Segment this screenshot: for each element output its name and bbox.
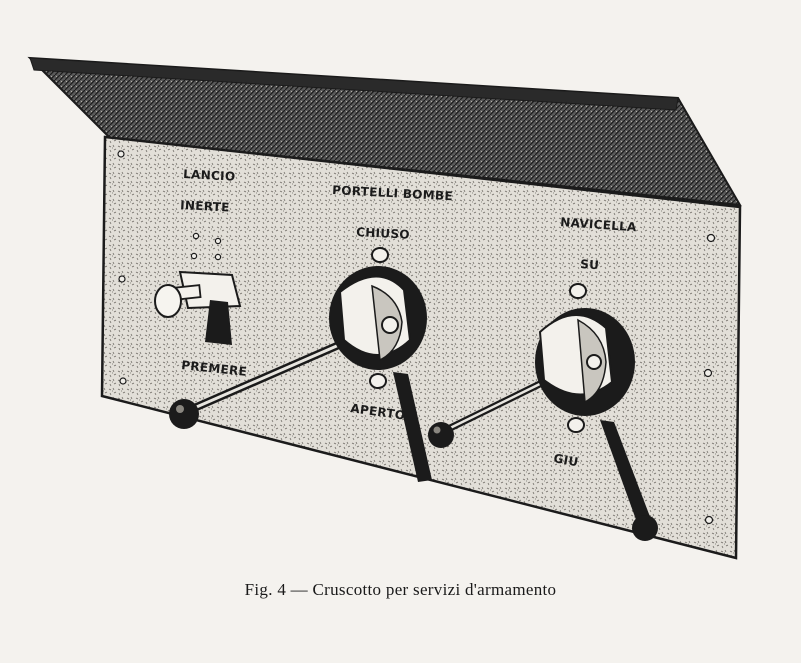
- label-chiuso: CHIUSO: [356, 225, 410, 242]
- indicator-dots: [190, 232, 222, 261]
- label-premere: PREMERE: [181, 358, 248, 379]
- portelli-bombe-lever[interactable]: [169, 247, 432, 482]
- lancio-push-button[interactable]: [154, 270, 242, 345]
- panel-screws: [117, 150, 716, 525]
- shelf-edge: [29, 57, 679, 111]
- navicella-lever[interactable]: [428, 283, 658, 541]
- panel-face: [100, 135, 742, 560]
- label-su: SU: [580, 257, 600, 272]
- label-lancio: LANCIO: [183, 167, 236, 184]
- label-inerte: INERTE: [180, 198, 230, 215]
- label-portelli-bombe: PORTELLI BOMBE: [332, 183, 453, 203]
- figure-caption: Fig. 4 — Cruscotto per servizi d'armamen…: [244, 580, 557, 599]
- label-navicella: NAVICELLA: [560, 215, 638, 234]
- label-giu: GIU: [552, 451, 579, 469]
